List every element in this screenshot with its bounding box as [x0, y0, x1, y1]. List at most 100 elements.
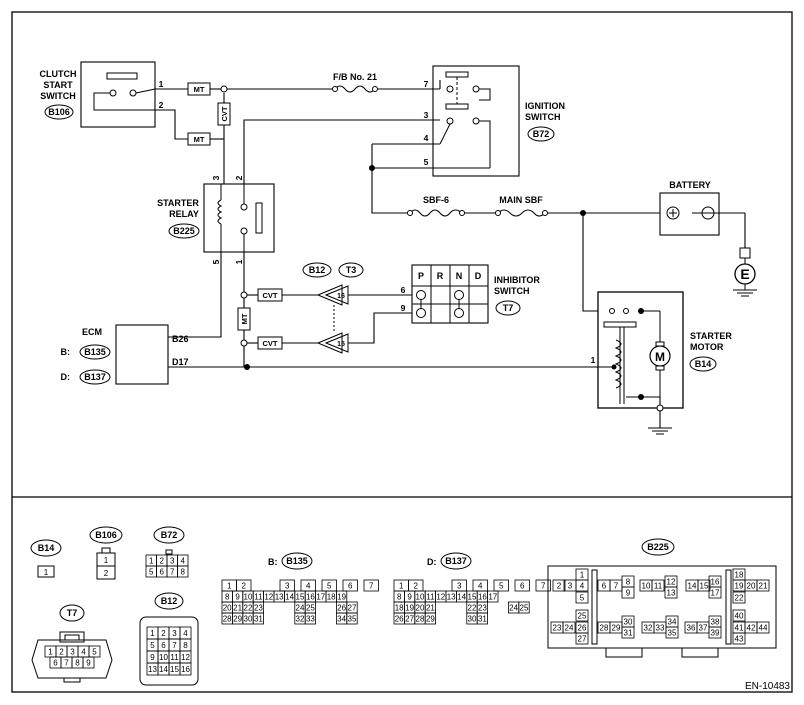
- b12-pin-label: 16: [181, 665, 190, 674]
- b12-pin-label: 5: [150, 641, 155, 650]
- connector-triangle-16: 16: [316, 284, 349, 306]
- b135-pin-label: 26: [337, 604, 346, 613]
- ecm: ECM B: B135 D: B137 B26 D17: [61, 324, 189, 385]
- ecm-prefix-b: B:: [61, 347, 71, 357]
- b225-cell: [575, 609, 589, 622]
- relay-name-line2: RELAY: [169, 209, 199, 219]
- b135-pin-label: 16: [306, 593, 315, 602]
- b135-pin-label: 20: [223, 604, 232, 613]
- battery: BATTERY: [659, 180, 720, 236]
- svg-text:CVT: CVT: [263, 291, 278, 300]
- b135-pin-label: 19: [337, 593, 346, 602]
- b137-pin-label: 21: [426, 604, 435, 613]
- b135-pin-label: 34: [337, 615, 346, 624]
- b225-pin-label: 11: [654, 582, 663, 591]
- starter-motor: M STARTER MOTOR B14: [597, 291, 732, 412]
- connector-code-t3: T3: [346, 265, 357, 275]
- b12-pin-label: 13: [148, 665, 157, 674]
- ground-e-label: E: [740, 266, 749, 282]
- b225-pin-label: 5: [580, 594, 585, 603]
- svg-text:B14: B14: [38, 543, 55, 553]
- b72-pin-label: 4: [181, 557, 186, 566]
- b225-cell: [708, 586, 722, 599]
- junction-dot: [369, 165, 375, 171]
- b137-pin-label: 5: [499, 582, 504, 591]
- b72-pin-label: 3: [170, 557, 175, 566]
- connector-view-b14: B14 1: [30, 539, 62, 578]
- b12-pin-label: 6: [161, 641, 166, 650]
- b225-cell: [575, 632, 589, 645]
- b135-pin-label: 18: [327, 593, 336, 602]
- b137-pin-label: 9: [407, 593, 412, 602]
- clutch-switch-name-line1: CLUTCH: [40, 69, 77, 79]
- t7-pin-label: 4: [81, 648, 86, 657]
- b225-cell: [621, 626, 635, 639]
- t7-pin-label: 6: [53, 659, 58, 668]
- b135-pin-label: 7: [369, 582, 374, 591]
- b225-pin-label: 20: [747, 582, 756, 591]
- b225-cell: [575, 579, 589, 592]
- b135-pin-label: 32: [296, 615, 305, 624]
- b135-pin-label: 9: [235, 593, 240, 602]
- relay-code: B225: [173, 226, 195, 236]
- starter-motor-symbol: M: [655, 350, 665, 364]
- b135-pin-label: 4: [306, 582, 311, 591]
- b135-pin-label: 5: [327, 582, 332, 591]
- b137-pin-label: 28: [416, 615, 425, 624]
- b225-pin-label: 7: [614, 582, 619, 591]
- pin-7-ignition: 7: [424, 79, 429, 89]
- mt-box-lower: MT: [187, 132, 211, 146]
- connector-view-b106: B106 1 2: [89, 526, 123, 580]
- relay-name-line1: STARTER: [157, 198, 199, 208]
- b135-pin-label: 11: [254, 593, 263, 602]
- b137-pin-label: 27: [405, 615, 414, 624]
- b225-pin-label: 29: [612, 624, 621, 633]
- b225-pin-label: 33: [656, 624, 665, 633]
- b135-pin-label: 10: [244, 593, 253, 602]
- b135-pin-label: 15: [296, 593, 305, 602]
- svg-text:B72: B72: [161, 530, 178, 540]
- b225-pin-label: 23: [553, 624, 562, 633]
- b12-pin-label: 1: [150, 629, 155, 638]
- b137-pin-label: 24: [509, 604, 518, 613]
- fuse-main-sbf: [497, 209, 546, 217]
- junction-open: [240, 339, 248, 347]
- pin-9-inhibitor: 9: [401, 303, 406, 313]
- inhibitor-name-line1: INHIBITOR: [494, 275, 540, 285]
- b225-cell: [732, 632, 746, 645]
- svg-text:MT: MT: [194, 135, 205, 144]
- b137-pin-label: 10: [416, 593, 425, 602]
- svg-text:CVT: CVT: [263, 339, 278, 348]
- b135-pin-label: 6: [348, 582, 353, 591]
- b225-cell: [664, 586, 678, 599]
- b225-pin-label: 21: [759, 582, 768, 591]
- b225-pin-label: 16: [711, 578, 720, 587]
- t7-cell: [88, 645, 101, 658]
- b225-cell: [708, 626, 722, 639]
- b225-pin-label: 43: [735, 635, 744, 644]
- pin-1-clutch: 1: [159, 79, 164, 89]
- clutch-switch-name-line3: SWITCH: [40, 91, 76, 101]
- b225-pin-label: 1: [580, 571, 585, 580]
- svg-text:16: 16: [337, 293, 345, 300]
- b137-pin-label: 20: [416, 604, 425, 613]
- cvt-box-lower: CVT: [257, 336, 283, 350]
- b225-pin-label: 44: [759, 624, 768, 633]
- b135-pin-label: 2: [242, 582, 247, 591]
- b72-pin-label: 2: [160, 557, 165, 566]
- b135-cell: [252, 612, 264, 625]
- inhibitor-pos-d: D: [475, 271, 482, 281]
- junction-open: [240, 291, 248, 299]
- t7-pin-label: 3: [70, 648, 75, 657]
- clutch-switch-code: B106: [48, 107, 70, 117]
- ignition-code: B72: [533, 129, 550, 139]
- b137-pin-label: 19: [405, 604, 414, 613]
- b225-cell: [756, 621, 770, 634]
- svg-text:B:: B:: [268, 557, 278, 567]
- inhibitor-name-line2: SWITCH: [494, 286, 530, 296]
- b225-cell: [562, 621, 576, 634]
- mt-box-vertical: MT: [237, 307, 251, 331]
- b137-cell: [493, 579, 509, 592]
- b137-pin-label: 6: [520, 582, 525, 591]
